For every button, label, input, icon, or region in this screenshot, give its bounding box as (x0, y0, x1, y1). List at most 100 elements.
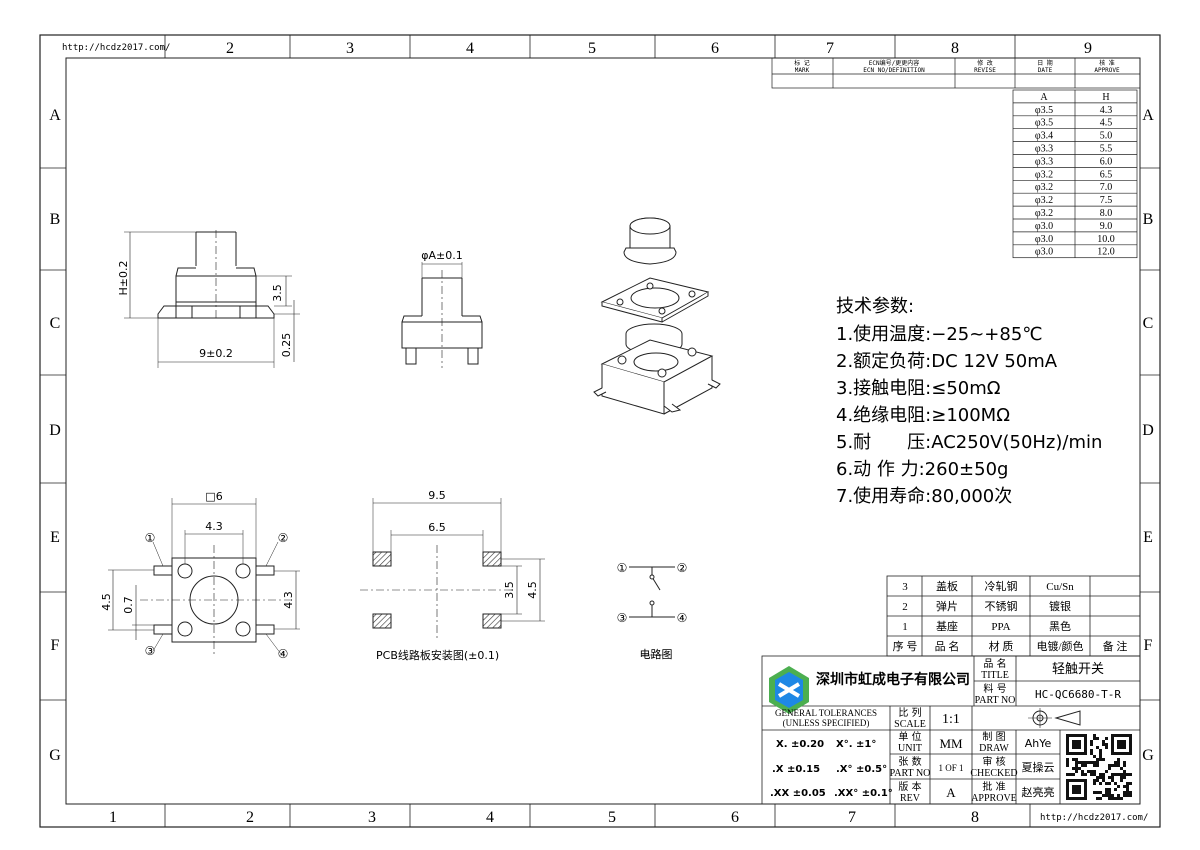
pcb-caption: PCB线路板安装图(±0.1) (376, 648, 499, 662)
tolerance-title: GENERAL TOLERANCES (775, 708, 877, 718)
spec-item: 7.使用寿命:80,000次 (836, 486, 1012, 507)
part-cn: 料 号 (983, 682, 1006, 695)
spec-block: 技术参数: 1.使用温度:−25~+85℃ 2.额定负荷:DC 12V 50mA… (836, 296, 1102, 507)
col-bottom-label: 1 (109, 809, 117, 826)
size-table-a-cell: φ3.2 (1035, 182, 1053, 193)
row-label: A (49, 107, 61, 124)
title-block (761, 655, 1141, 805)
dim-pcb-v-inner: 3.5 (503, 581, 516, 599)
size-table-a-cell: φ3.3 (1035, 144, 1053, 155)
side-view (124, 230, 300, 368)
dim-pcb-inner: 6.5 (428, 521, 446, 534)
rev-cn: 版 本 (898, 780, 921, 793)
tol-linear: .X ±0.15 (772, 764, 820, 775)
url-bottom: http://hcdz2017.com/ (1040, 813, 1148, 823)
bom-header: 品 名 (935, 639, 960, 653)
unit-cn: 单 位 (898, 730, 921, 743)
col-labels-bottom: 1 2 3 4 5 6 7 8 (109, 809, 979, 826)
check-en: CHECKED (970, 768, 1017, 779)
rev-value: A (946, 785, 956, 800)
bom-cell: 冷轧钢 (985, 579, 1018, 593)
draw-cn: 制 图 (982, 730, 1005, 743)
bottom-zone-bar (164, 804, 1031, 827)
title-block-labels: 品 名 TITLE 料 号 PART NO (975, 657, 1016, 706)
scale-en: SCALE (894, 719, 926, 730)
row-label: E (50, 529, 60, 546)
top-zone-bar (164, 35, 1016, 58)
col-bottom-label: 8 (971, 809, 979, 826)
rev-revise-cn: 修 改 (977, 59, 993, 67)
size-table-header: A (1040, 92, 1048, 103)
col-top-label: 7 (826, 40, 834, 57)
row-label: E (1143, 529, 1153, 546)
bom-cell: 不锈钢 (985, 600, 1018, 613)
qr-code-icon (1066, 734, 1132, 800)
size-table-a-cell: φ3.0 (1035, 247, 1053, 258)
col-top-label: 3 (346, 40, 354, 57)
approve-value: 赵亮亮 (1022, 785, 1055, 799)
bom-table (886, 575, 1141, 657)
row-label: B (50, 211, 61, 228)
bom-header: 备 注 (1103, 639, 1128, 653)
dim-right: 4.3 (282, 591, 295, 609)
pin-label: ① (145, 531, 156, 545)
dim-plunger-diameter: φA±0.1 (421, 249, 463, 262)
title-en: TITLE (981, 670, 1009, 681)
unit-value: MM (939, 736, 963, 751)
part-number: HC-QC6680-T-R (1035, 688, 1121, 701)
scale-cn: 比 列 (898, 706, 921, 719)
bom-cell: 3 (902, 581, 908, 593)
rev-date-en: DATE (1038, 67, 1053, 74)
bom-cell: 镀银 (1049, 599, 1071, 613)
row-label: G (1142, 747, 1154, 764)
bom-cell: 黑色 (1049, 619, 1071, 633)
company-logo-icon (769, 666, 809, 714)
bom-text: 3 盖板 冷轧钢 Cu/Sn 2 弹片 不锈钢 镀银 1 基座 PPA 黑色 序… (893, 579, 1128, 653)
col-top-label: 4 (466, 40, 474, 57)
size-table-h-cell: 8.0 (1100, 208, 1113, 219)
row-label: B (1143, 211, 1154, 228)
col-top-label: 5 (588, 40, 596, 57)
approve-cn: 批 准 (982, 780, 1005, 793)
size-table-h-cell: 5.0 (1100, 131, 1113, 142)
projection-symbol-icon (1028, 708, 1081, 728)
col-top-label: 6 (711, 40, 719, 57)
size-table-h-cell: 10.0 (1097, 234, 1115, 245)
spec-item: 5.耐 压:AC250V(50Hz)/min (836, 432, 1102, 453)
circuit-pin: ① (617, 561, 628, 575)
spec-item: 3.接触电阻:≤50mΩ (836, 378, 1001, 399)
pcb-layout (360, 498, 545, 640)
spec-item: 1.使用温度:−25~+85℃ (836, 324, 1043, 345)
pin-label: ③ (145, 644, 156, 658)
tolerance-values: X. ±0.20 X°. ±1° .X ±0.15 .X° ±0.5° .XX … (770, 739, 893, 799)
circuit-pin: ② (677, 561, 688, 575)
dim-body-height: 3.5 (271, 284, 284, 302)
col-top-label: 9 (1084, 40, 1092, 57)
check-value: 夏操云 (1022, 760, 1055, 774)
size-table-a-cell: φ3.2 (1035, 195, 1053, 206)
pin-label: ④ (278, 647, 289, 661)
bom-cell: 1 (902, 621, 908, 633)
rev-revise-en: REVISE (974, 67, 996, 74)
col-bottom-label: 4 (486, 809, 494, 826)
size-table-a-cell: φ3.5 (1035, 118, 1053, 129)
size-table-h-cell: 4.5 (1100, 118, 1113, 129)
circuit-caption: 电路图 (640, 648, 673, 661)
part-en: PART NO (975, 695, 1016, 706)
rev-approve-en: APPROVE (1094, 67, 1120, 74)
draw-en: DRAW (979, 743, 1009, 754)
col-top-label: 8 (951, 40, 959, 57)
dim-pcb-v-outer: 4.5 (526, 581, 539, 599)
bom-header: 电镀/颜色 (1036, 639, 1083, 653)
size-table-a-cell: φ3.5 (1035, 105, 1053, 116)
col-labels-top: 2 3 4 5 6 7 8 9 (226, 40, 1092, 57)
row-label: A (1142, 107, 1154, 124)
title-block-fields: 比 列 SCALE 单 位 UNIT 张 数 PART NO 版 本 REV 制… (890, 706, 1018, 804)
bom-header: 序 号 (893, 639, 918, 653)
dim-square: □6 (205, 490, 222, 503)
size-table-h-cell: 7.0 (1100, 182, 1113, 193)
bom-cell: 2 (902, 601, 908, 613)
rev-date-cn: 日 期 (1037, 59, 1053, 67)
size-table-h-cell: 9.0 (1100, 221, 1113, 232)
